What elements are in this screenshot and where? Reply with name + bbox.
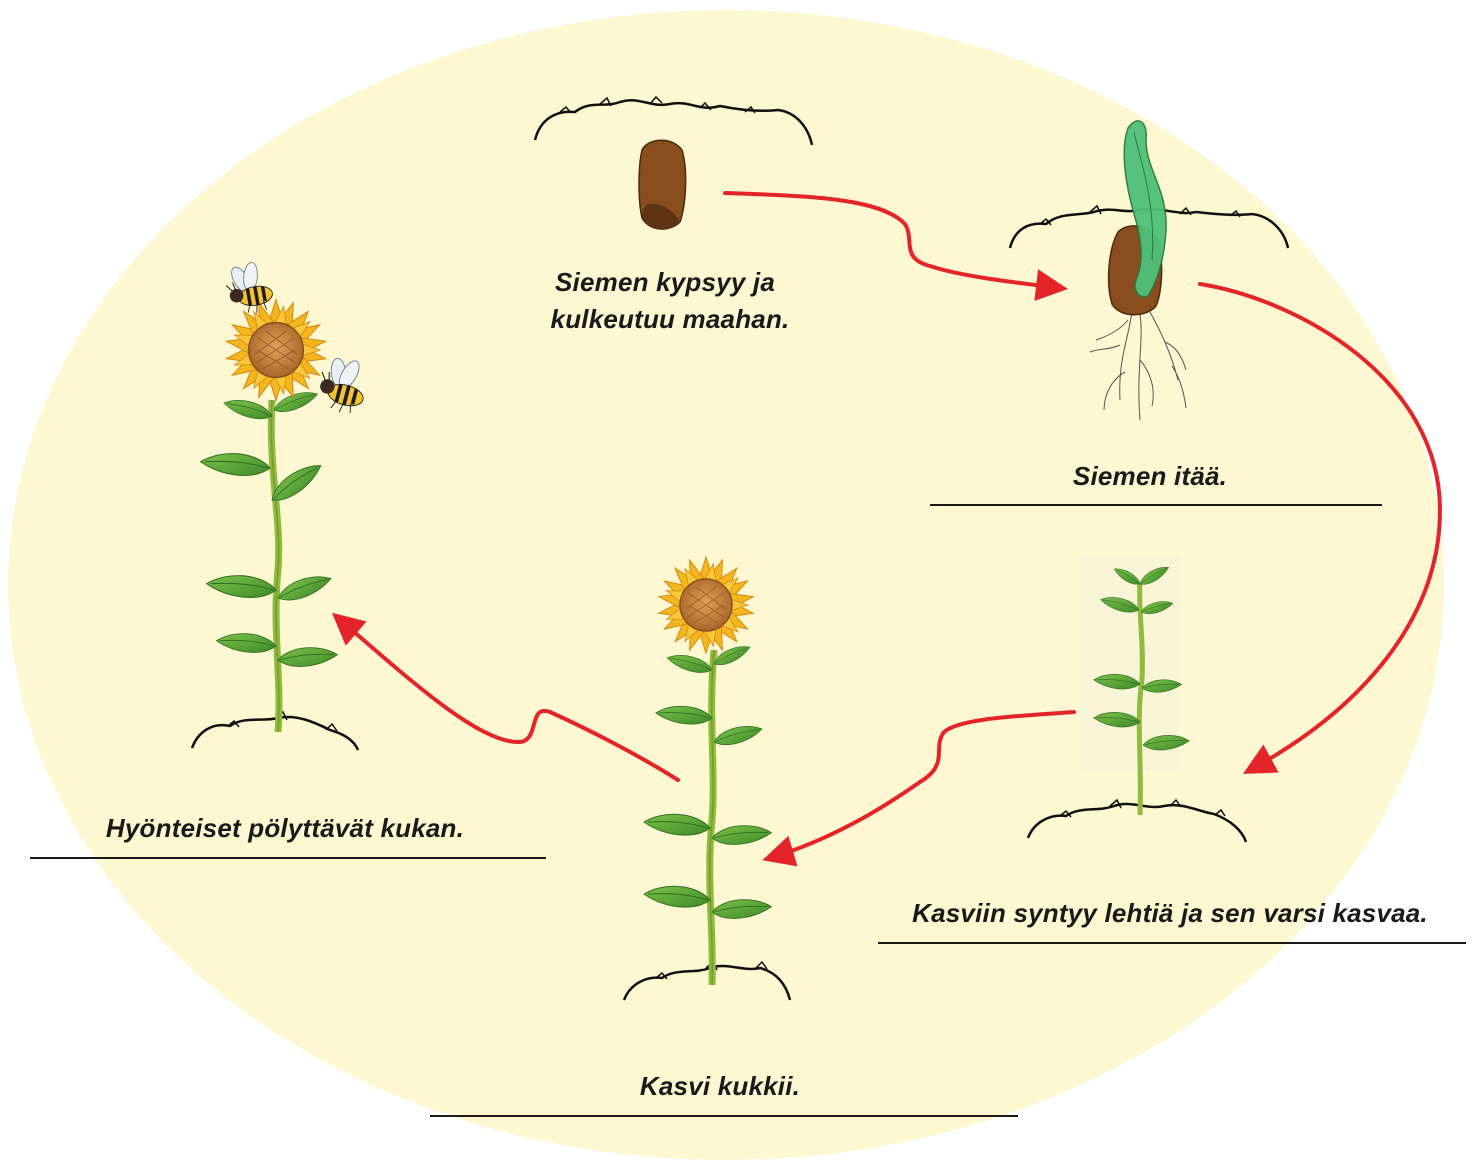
stage-pollinate-label: Hyönteiset pölyttävät kukan.	[60, 812, 510, 844]
stage-grow-label: Kasviin syntyy lehtiä ja sen varsi kasva…	[880, 897, 1460, 929]
stage-germinate-label: Siemen itää.	[980, 460, 1320, 492]
stage-bloom-label: Kasvi kukkii.	[560, 1070, 880, 1102]
answer-line	[430, 1115, 1018, 1117]
answer-line	[930, 504, 1382, 506]
answer-line	[878, 942, 1466, 944]
answer-line	[30, 857, 546, 859]
stage-seed-label-line1: Siemen kypsyy ja	[540, 266, 790, 298]
stage-seed-label-line2: kulkeutuu maahan.	[530, 303, 810, 335]
